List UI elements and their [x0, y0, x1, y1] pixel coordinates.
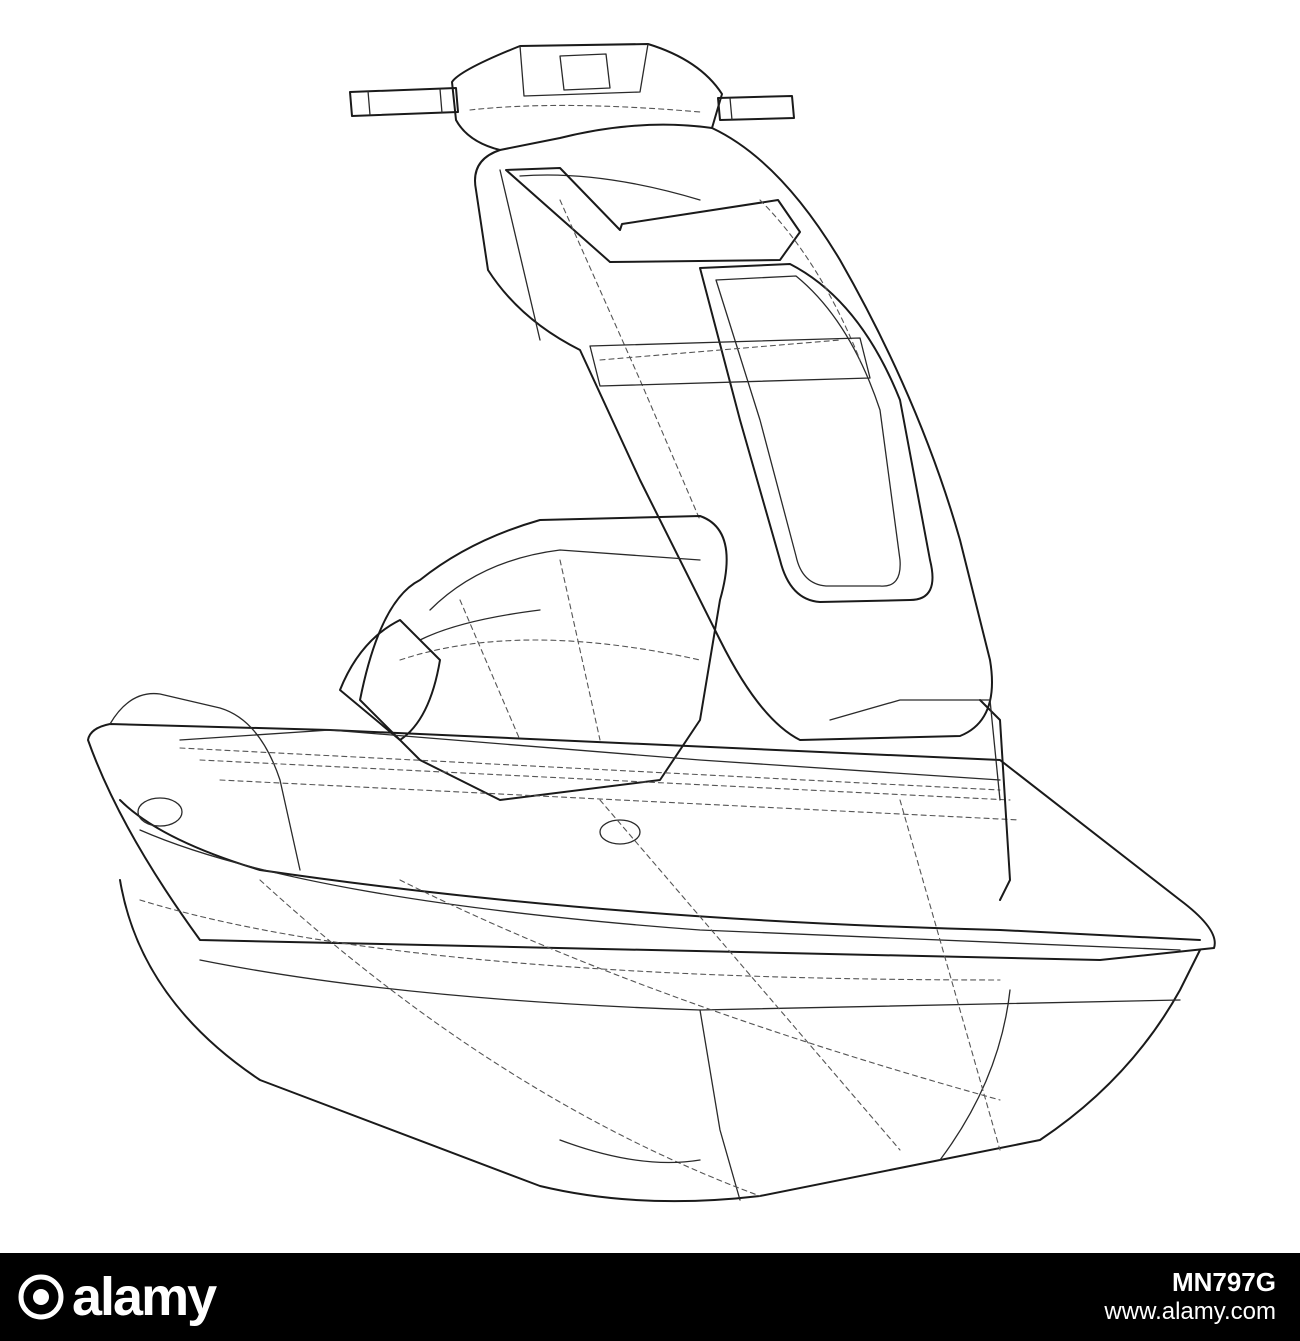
image-meta: MN797G www.alamy.com — [1104, 1267, 1276, 1327]
seat — [339, 515, 728, 801]
alamy-logo-text: alamy — [72, 1267, 217, 1327]
site-url: www.alamy.com — [1104, 1298, 1276, 1325]
steering-head — [451, 43, 723, 151]
alamy-logo-icon — [18, 1274, 64, 1320]
handlebar-left — [349, 87, 459, 117]
image-id: MN797G — [1171, 1267, 1276, 1297]
watermark-footer: alamy MN797G www.alamy.com — [0, 1253, 1300, 1341]
jet-ski-wireframe-illustration — [87, 43, 1216, 1203]
alamy-logo: alamy — [18, 1266, 217, 1328]
hull — [119, 799, 1201, 1203]
handlebar-right — [717, 95, 795, 121]
steering-neck — [474, 127, 993, 741]
deck — [87, 692, 1216, 961]
